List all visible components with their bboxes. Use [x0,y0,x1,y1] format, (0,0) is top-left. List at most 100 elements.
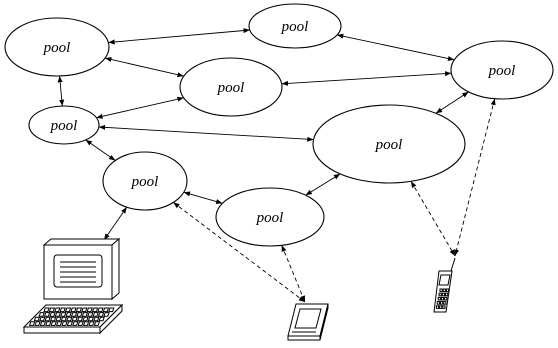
pool-node: pool [4,17,110,77]
keyboard-key [76,316,84,322]
keyboard-key [82,316,89,322]
phone-key [444,296,448,301]
keyboard-key [49,312,56,317]
keyboard-key [70,312,78,317]
wired-link [108,28,250,45]
keyboard-key [34,321,41,326]
keyboard-key [82,321,90,326]
pda-icon [287,303,329,341]
connection-layer [57,28,496,303]
keyboard-key [66,316,73,322]
wired-link [104,57,184,78]
keyboard-key [43,312,51,317]
keyboard-key [66,321,74,326]
keyboard-key [55,316,62,322]
keyboard-key [59,307,66,313]
pool-label: pool [50,118,78,134]
phone-key [442,288,446,293]
mobile-phone-icon [433,257,456,313]
keyboard-key [108,307,115,313]
pool-node: pool [450,40,554,100]
phone-key [440,296,445,301]
pool-label: pool [43,40,71,56]
pool-label: pool [488,63,516,79]
wired-link [98,124,314,142]
wired-link [435,91,469,114]
wired-link [183,191,223,204]
keyboard-key [70,307,77,313]
keyboard-key [103,312,110,317]
keyboard-key [54,307,61,313]
keyboard-key [75,307,83,313]
phone-key [439,305,443,309]
keyboard-key [77,321,84,326]
phone-key [441,292,445,297]
keyboard-key [48,307,56,313]
pool-node: pool [215,187,325,247]
keyboard-key [97,312,105,317]
pool-node: pool [28,105,100,145]
pool-label: pool [281,19,309,35]
keyboard-key [33,316,41,322]
pool-node: pool [179,57,283,117]
keyboard-key [102,307,110,313]
keyboard-key [38,312,45,317]
keyboard-key [43,307,50,313]
keyboard-key [93,316,100,322]
wired-link [281,71,452,86]
keyboard-key [64,307,72,313]
phone-key [435,305,440,309]
keyboard-key [28,321,36,326]
keyboard-key [87,312,94,317]
phone-key [438,292,442,297]
wired-link [85,139,116,161]
keyboard-key [91,307,99,313]
keyboard-key [97,307,104,313]
wired-link [103,206,128,241]
keyboard-key [39,321,47,326]
keyboard-key [72,321,79,326]
keyboard-key [81,307,88,313]
desktop-computer-icon [22,237,124,335]
keyboard-key [39,316,46,322]
keyboard-key [87,316,95,322]
pool-node: pool [248,3,342,49]
keyboard-key [71,316,78,322]
keyboard-key [98,316,105,322]
keyboard-key [55,321,63,326]
pool-label: pool [131,174,159,190]
keyboard-key [61,321,68,326]
pool-node: pool [102,151,188,211]
phone-key [443,301,447,305]
keyboard-key [60,312,67,317]
phone-key [445,288,450,293]
keyboard-key [92,312,99,317]
phone-key [439,288,443,293]
keyboard-key [49,316,57,322]
keyboard-key [54,312,62,317]
keyboard-key [50,321,57,326]
wired-link [336,33,455,61]
wired-link [57,75,65,107]
wireless-link [410,181,456,257]
wireless-link [454,98,496,257]
wired-link [305,173,341,196]
phone-key [445,292,449,297]
keyboard-key [86,307,93,313]
pool-label: pool [375,137,403,153]
phone-key [437,296,441,301]
keyboard-key [65,312,72,317]
keyboard-key [45,321,52,326]
pool-node: pool [312,104,466,184]
keyboard-key [44,316,51,322]
keyboard-key [93,321,101,326]
phone-key [440,301,444,305]
keyboard-key [81,312,89,317]
pool-label: pool [256,210,284,226]
keyboard-key [60,316,68,322]
phone-key [436,301,440,305]
phone-key [442,305,446,309]
keyboard-key [76,312,83,317]
wired-link [96,96,184,119]
